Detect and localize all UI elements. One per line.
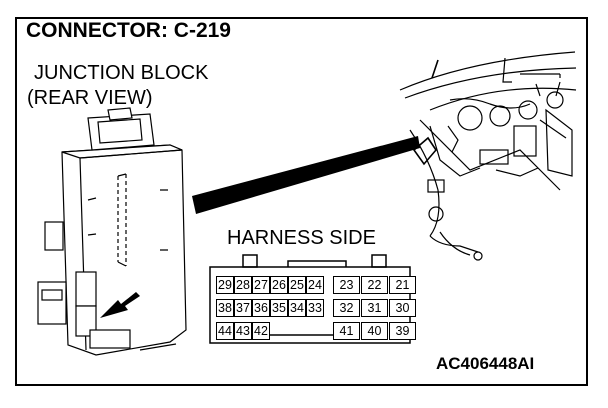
subtitle-line-2: (REAR VIEW)	[27, 87, 153, 109]
connector-pin: 29	[216, 276, 234, 294]
callout-pointer-icon	[192, 136, 420, 214]
connector-pin: 39	[389, 322, 416, 340]
harness-side-label: HARNESS SIDE	[227, 227, 376, 249]
connector-pin: 34	[288, 299, 306, 317]
connector-pin: 27	[252, 276, 270, 294]
connector-pin: 43	[234, 322, 252, 340]
connector-pin: 31	[361, 299, 388, 317]
connector-pin: 44	[216, 322, 234, 340]
connector-pin: 36	[252, 299, 270, 317]
connector-pin: 38	[216, 299, 234, 317]
connector-pin: 42	[252, 322, 270, 340]
connector-pin: 24	[306, 276, 324, 294]
figure-code: AC406448AI	[436, 354, 535, 373]
connector-pin: 30	[389, 299, 416, 317]
connector-pin: 41	[333, 322, 360, 340]
connector-pin: 35	[270, 299, 288, 317]
location-arrow-icon	[100, 292, 140, 318]
junction-block-illustration	[37, 107, 187, 356]
connector-pin: 32	[333, 299, 360, 317]
subtitle-line-1: JUNCTION BLOCK	[34, 62, 209, 84]
connector-pin: 40	[361, 322, 388, 340]
connector-pin: 28	[234, 276, 252, 294]
connector-pin: 26	[270, 276, 288, 294]
page-title: CONNECTOR: C-219	[26, 19, 231, 42]
dashboard-harness-illustration	[399, 51, 577, 261]
connector-pin: 23	[333, 276, 360, 294]
connector-pin: 37	[234, 299, 252, 317]
connector-pin: 25	[288, 276, 306, 294]
connector-pin: 21	[389, 276, 416, 294]
connector-pin: 33	[306, 299, 324, 317]
connector-pin: 22	[361, 276, 388, 294]
